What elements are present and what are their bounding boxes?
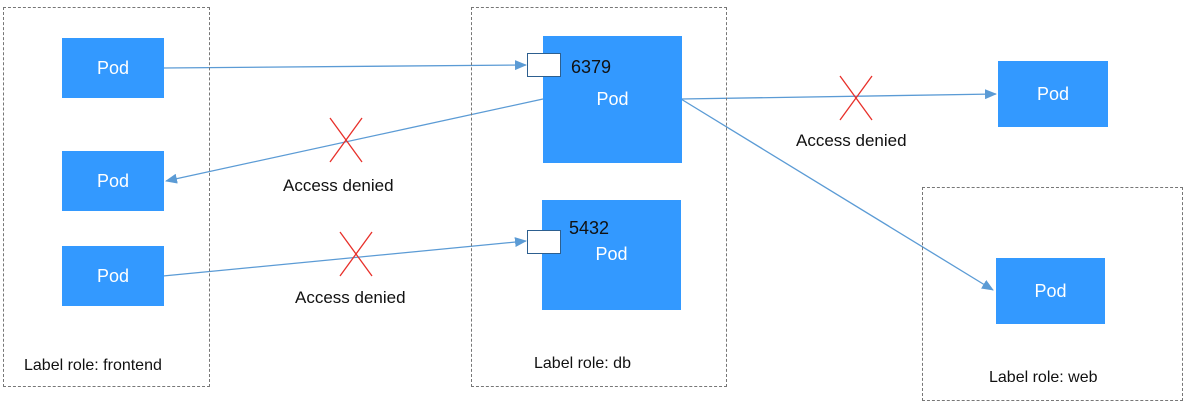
group-db-label: Label role: db	[534, 355, 631, 372]
port-number-6379: 6379	[571, 57, 612, 77]
pod-outside[interactable]: Pod	[998, 61, 1108, 127]
pod-label: Pod	[1034, 280, 1067, 301]
arrow-frontend3-to-5432	[162, 237, 527, 277]
arrow-frontend1-to-6379	[162, 60, 527, 71]
arrow-db-to-frontend2	[165, 98, 544, 184]
deny-cross-icon	[329, 117, 363, 163]
pod-frontend-1[interactable]: Pod	[62, 38, 164, 98]
group-frontend-label: Label role: frontend	[24, 357, 162, 374]
group-frontend	[3, 7, 210, 387]
pod-label: Pod	[96, 265, 130, 286]
group-web	[922, 187, 1183, 401]
pod-db-1[interactable]: Pod	[543, 36, 682, 163]
arrow-db-to-web-pod	[680, 98, 994, 291]
port-box-6379[interactable]	[527, 53, 561, 77]
access-denied-label: Access denied	[283, 176, 394, 195]
pod-frontend-2[interactable]: Pod	[62, 151, 164, 211]
access-denied-label: Access denied	[796, 131, 907, 150]
pod-web[interactable]: Pod	[996, 258, 1105, 324]
pod-label: Pod	[596, 89, 629, 109]
deny-cross-icon	[839, 75, 873, 121]
pod-label: Pod	[96, 170, 130, 191]
pod-frontend-3[interactable]: Pod	[62, 246, 164, 306]
group-db	[471, 7, 727, 387]
pod-label: Pod	[1036, 83, 1070, 104]
pod-label: Pod	[595, 244, 628, 264]
pod-db-2[interactable]: Pod	[542, 200, 681, 310]
group-web-label: Label role: web	[989, 369, 1098, 386]
pod-label: Pod	[96, 57, 130, 78]
port-box-5432[interactable]	[527, 230, 561, 254]
deny-cross-icon	[339, 231, 373, 277]
port-number-5432: 5432	[569, 218, 610, 238]
arrow-db-to-outside-pod	[680, 89, 997, 100]
access-denied-label: Access denied	[295, 288, 406, 307]
